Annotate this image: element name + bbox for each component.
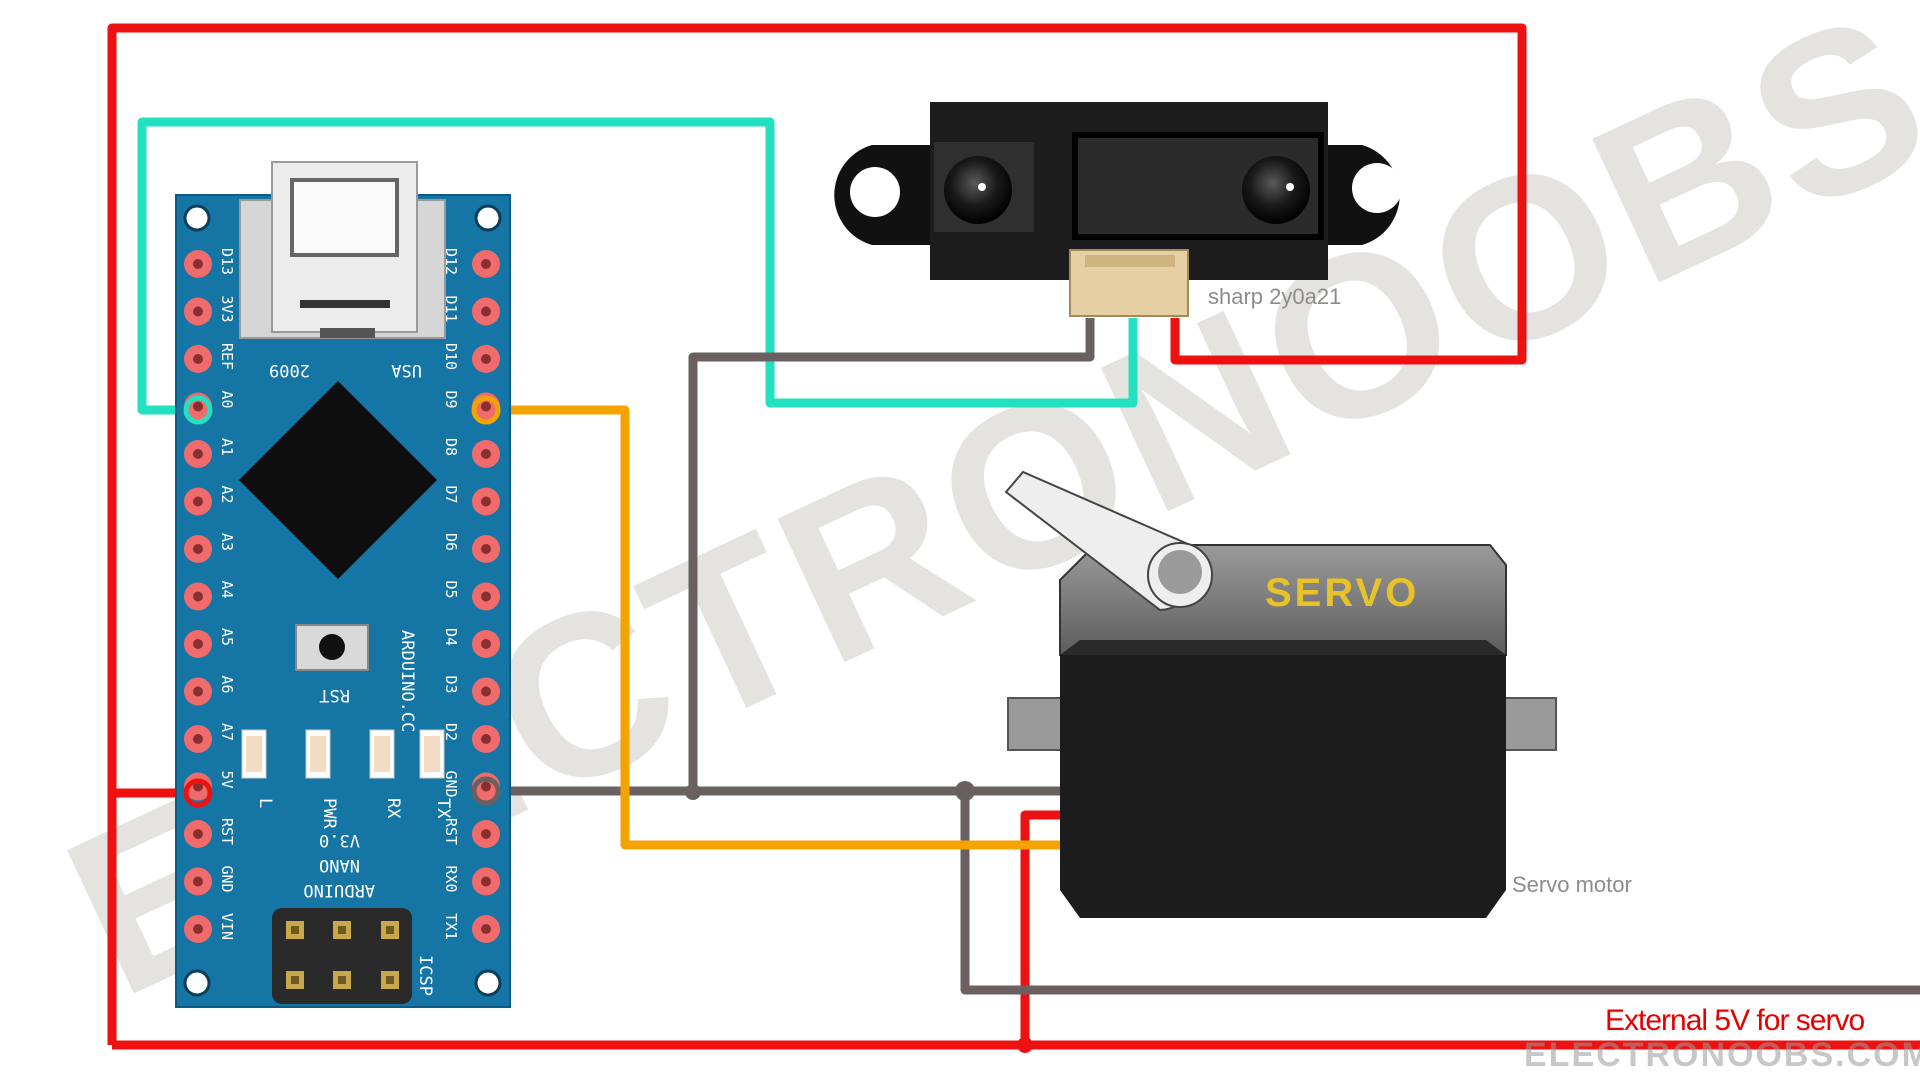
status-leds: L PWR RX TX xyxy=(241,729,453,829)
pin-label: A7 xyxy=(218,723,236,741)
wire-endpoint xyxy=(183,395,213,425)
reset-button xyxy=(295,624,369,671)
wire-power-top xyxy=(107,23,1527,1045)
pin-label: TX1 xyxy=(442,913,460,940)
sensor-label: sharp 2y0a21 xyxy=(1208,284,1341,309)
ir-receiver-lens xyxy=(1242,156,1310,224)
pin-label: A3 xyxy=(218,533,236,551)
pin-label: A2 xyxy=(218,486,236,504)
led-label: TX xyxy=(433,798,453,819)
pin-label: A5 xyxy=(218,628,236,646)
board-title-line: ARDUINO xyxy=(303,880,375,900)
brand-label: ARDUINO.CC xyxy=(397,630,417,732)
icsp-header xyxy=(272,908,412,1004)
wire-endpoint xyxy=(471,395,501,425)
pin-label: 3V3 xyxy=(218,296,236,323)
pin-label: A1 xyxy=(218,438,236,456)
led-label: PWR xyxy=(319,798,339,829)
wire-servo-signal xyxy=(485,405,1062,850)
junction-ground-a xyxy=(685,784,701,800)
junction-ground-b xyxy=(955,781,975,801)
pin-label: REF xyxy=(218,343,236,370)
servo-body xyxy=(1060,655,1506,918)
board-title-line: NANO xyxy=(319,855,360,875)
pin-label: GND xyxy=(218,866,236,893)
pin-label: D9 xyxy=(442,391,460,409)
servo-label: SERVO xyxy=(1265,571,1419,615)
pin-label: RST xyxy=(218,818,236,845)
pin-label: D13 xyxy=(218,248,236,275)
pin-label: A0 xyxy=(218,391,236,409)
led-label: RX xyxy=(383,798,403,819)
wire-endpoint xyxy=(183,778,213,808)
mount-hole xyxy=(474,969,502,997)
usb-label-right: USA xyxy=(391,360,422,380)
led-label: L xyxy=(255,798,275,808)
pin-label: D11 xyxy=(442,296,460,323)
pin-label: VIN xyxy=(218,913,236,940)
ir-emitter-lens xyxy=(944,156,1012,224)
usb-label-left: 2009 xyxy=(269,360,310,380)
pin-label: D10 xyxy=(442,343,460,370)
watermark-site: ELECTRONOOBS.COM xyxy=(1524,1036,1920,1074)
reset-label: RST xyxy=(319,685,350,705)
board-title: V3.0 NANO ARDUINO xyxy=(303,830,375,900)
icsp-pins xyxy=(286,921,399,989)
pin-label: A6 xyxy=(218,676,236,694)
pin-label: D12 xyxy=(442,248,460,275)
pin-label: GND xyxy=(442,771,460,798)
microcontroller-chip xyxy=(239,381,437,579)
pin-label: 5V xyxy=(218,771,236,789)
servo-caption: Servo motor xyxy=(1512,872,1632,897)
pin-label: A4 xyxy=(218,581,236,599)
pin-label: D8 xyxy=(442,438,460,456)
wire-ground-sensor xyxy=(688,318,1095,792)
pin-label: D6 xyxy=(442,533,460,551)
wire-ground-external xyxy=(960,791,1920,995)
mount-hole xyxy=(850,167,900,217)
pin-label: D4 xyxy=(442,628,460,646)
wire-sensor-signal xyxy=(137,117,1138,415)
usb-connector xyxy=(239,161,446,339)
wire-endpoint xyxy=(471,776,501,806)
external-power-label: External 5V for servo xyxy=(1605,1004,1864,1037)
wire-power-servo xyxy=(1020,810,1062,1045)
mount-hole xyxy=(1352,163,1402,213)
pin-label: D7 xyxy=(442,486,460,504)
board-title-line: V3.0 xyxy=(319,830,360,850)
arduino-nano-board: 2009 USA RST ARDUINO.CC L PWR RX TX V3.0 NA… xyxy=(175,161,511,1008)
pin-label: RST xyxy=(442,818,460,845)
icsp-label: ICSP xyxy=(415,955,435,996)
pin-label: D2 xyxy=(442,723,460,741)
junction-power xyxy=(1017,1037,1033,1053)
pin-label: D5 xyxy=(442,581,460,599)
pin-label: D3 xyxy=(442,676,460,694)
mount-hole xyxy=(183,204,211,232)
mount-hole xyxy=(183,969,211,997)
pin-label: RX0 xyxy=(442,866,460,893)
servo-motor xyxy=(1004,470,1557,918)
sharp-ir-sensor xyxy=(834,102,1402,317)
mount-hole xyxy=(474,204,502,232)
